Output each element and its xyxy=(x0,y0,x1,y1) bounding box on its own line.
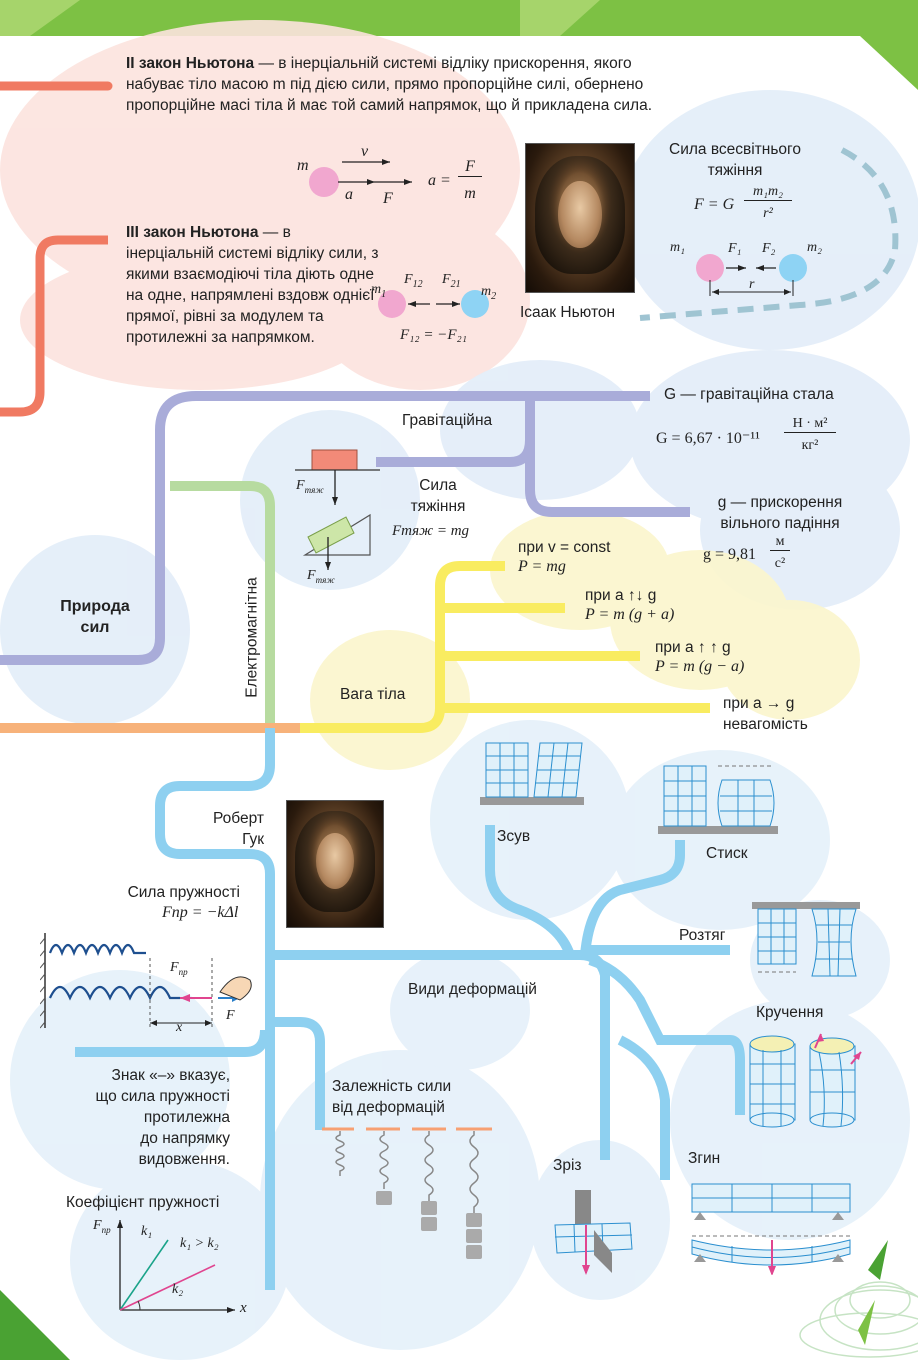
newton2-F: F xyxy=(383,190,393,207)
coef-axis-y: Fпр xyxy=(93,1218,111,1235)
coef-axis-x: x xyxy=(240,1300,247,1316)
gravitation-m2: m₂ xyxy=(807,240,822,255)
torsion-label: Кручення xyxy=(756,1004,824,1021)
gconst-label: G — гравітаційна стала xyxy=(664,386,834,403)
coef-graph xyxy=(117,1220,235,1313)
gravitation-r: r xyxy=(749,277,755,292)
hooke-portrait xyxy=(286,800,384,928)
newton2-formula-num: F xyxy=(458,158,482,177)
gconst-formula-num: Н · м² xyxy=(784,416,836,433)
newton3-f12: F12 xyxy=(404,272,423,290)
elastic-note: Знак «–» вказує, що сила пружності проти… xyxy=(95,1067,231,1168)
weight-case-4: при a → g невагомість xyxy=(723,695,808,733)
newton2-m: m xyxy=(297,157,309,174)
newton3-diagram xyxy=(378,290,489,318)
newton2-formula-den: m xyxy=(464,185,476,202)
spring-F: F xyxy=(226,1008,235,1023)
torsion-diagram xyxy=(749,1033,862,1128)
gravitation-formula-left: F = G xyxy=(694,196,735,213)
newton3-formula: F₁₂ = −F₂₁ xyxy=(400,327,467,343)
spring-x: x xyxy=(176,1020,183,1035)
gravitation-formula-num: m₁m₂ xyxy=(744,184,792,201)
newton3-m2: m2 xyxy=(481,284,497,302)
bend-label: Згин xyxy=(688,1150,721,1167)
newton2-v: v xyxy=(361,143,369,160)
weight-case-2: при a ↑↓ g P = m (g + a) xyxy=(585,587,675,623)
coef-k1: k₁ xyxy=(141,1224,153,1239)
elastic-force-formula: Fпр = −kΔl xyxy=(162,904,239,921)
shear-diagram xyxy=(480,742,584,805)
coef-k2: k₂ xyxy=(172,1282,184,1297)
weight-case-3: при a ↑ ↑ g P = m (g − a) xyxy=(655,639,745,675)
newton3-text-block: III закон Ньютона — в інерціальній систе… xyxy=(126,222,381,348)
newton2-text: — в інерціальній системі відліку прискор… xyxy=(126,55,653,114)
electromagnetic-label: Електромагнітна xyxy=(243,577,261,698)
weight-case-1: при v = const P = mg xyxy=(518,539,611,575)
gaccel-formula-den: с² xyxy=(774,556,786,571)
gravitation-f1: F₁ xyxy=(728,241,742,256)
gconst-formula-den: кг² xyxy=(801,438,819,453)
springs-weights-diagram xyxy=(322,1127,492,1259)
gravitation-title: Сила всесвітнього тяжіння xyxy=(669,141,801,179)
gaccel-formula-left: g = 9,81 xyxy=(703,546,757,563)
newton2-a: a xyxy=(345,186,353,203)
coef-title: Коефіцієнт пружності xyxy=(66,1194,220,1211)
newton3-m1: m1 xyxy=(371,282,387,300)
newton2-title: II закон Ньютона xyxy=(126,55,255,72)
newton3-f21: F21 xyxy=(442,272,461,290)
ftyazh-bottom: Fтяж xyxy=(307,568,335,585)
tension-label: Розтяг xyxy=(679,927,726,944)
compression-diagram xyxy=(658,765,778,834)
weight-label: Вага тіла xyxy=(340,686,406,703)
gravitation-diagram xyxy=(696,254,807,296)
ftyazh-top: Fтяж xyxy=(296,478,324,495)
cut-diagram xyxy=(554,1190,633,1275)
compression-label: Стиск xyxy=(706,845,748,862)
nature-of-forces: Природа сил xyxy=(60,598,130,636)
coef-k-relation: k₁ > k₂ xyxy=(180,1236,219,1251)
newton2-formula-left: a = xyxy=(428,172,451,189)
newton3-text: — в інерціальній системі відліку сили, з… xyxy=(126,224,379,346)
deformation-title: Види деформацій xyxy=(408,981,537,998)
tension-diagram xyxy=(752,902,860,977)
gravity-force-label: Сила тяжіння xyxy=(410,477,466,515)
gravitation-formula-den: r² xyxy=(763,206,773,221)
bend-diagram xyxy=(691,1183,851,1275)
gravitation-f2: F₂ xyxy=(762,241,776,256)
newton-caption: Ісаак Ньютон xyxy=(520,304,616,321)
corner-triangle-left xyxy=(0,1290,70,1360)
gravity-force-diagram xyxy=(295,449,380,570)
dependency-label: Залежність сили від деформацій xyxy=(332,1078,452,1116)
gravity-force-formula: Fтяж = mg xyxy=(392,523,470,539)
gravitational-label: Гравітаційна xyxy=(402,412,493,429)
gravitation-m1: m₁ xyxy=(670,240,685,255)
gaccel-formula-num: м xyxy=(770,534,790,551)
gconst-formula-left: G = 6,67 · 10⁻¹¹ xyxy=(656,430,760,447)
gaccel-label: g — прискорення вільного падіння xyxy=(717,494,843,532)
elastic-force-title: Сила пружності xyxy=(127,884,240,901)
top-green-bar xyxy=(0,0,918,36)
newton2-text-block: II закон Ньютона — в інерціальній систем… xyxy=(126,53,691,116)
newton3-title: III закон Ньютона xyxy=(126,224,259,241)
hooke-name: Роберт Гук xyxy=(213,810,264,848)
shear-label: Зсув xyxy=(497,828,531,845)
newton2-mass xyxy=(309,167,339,197)
spring-fpr: Fпр xyxy=(170,960,188,977)
cut-label: Зріз xyxy=(553,1157,582,1174)
newton-portrait xyxy=(525,143,635,293)
newton2-diagram xyxy=(309,159,412,197)
spring-diagram xyxy=(40,933,252,1029)
